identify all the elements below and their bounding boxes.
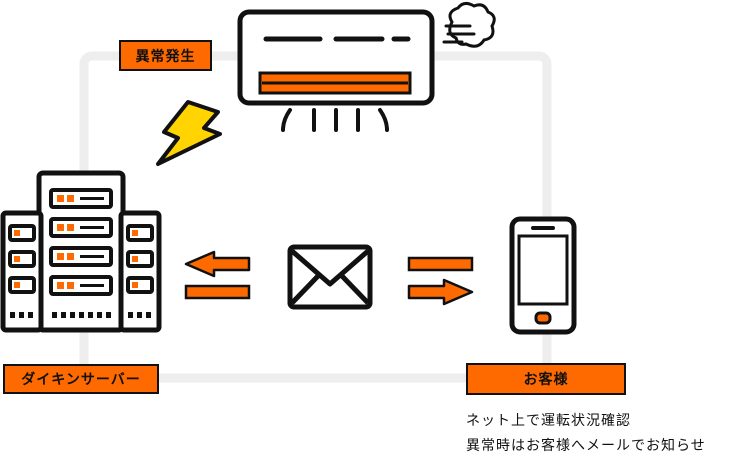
air-conditioner-icon [237,9,435,132]
customer-label: お客様 [466,363,626,395]
mail-envelope-icon [287,244,373,310]
wind-puff-icon [442,1,496,48]
description-line-2: 異常時はお客様へメールでお知らせ [466,438,706,454]
smartphone-icon [509,216,577,335]
arrow-right-icon [407,256,474,306]
arrow-left-icon [184,250,251,300]
lightning-bolt-icon [156,100,222,166]
anomaly-label: 異常発生 [119,40,212,71]
server-label: ダイキンサーバー [3,364,159,394]
description-line-1: ネット上で運転状況確認 [466,413,631,429]
server-building-icon [0,170,162,333]
